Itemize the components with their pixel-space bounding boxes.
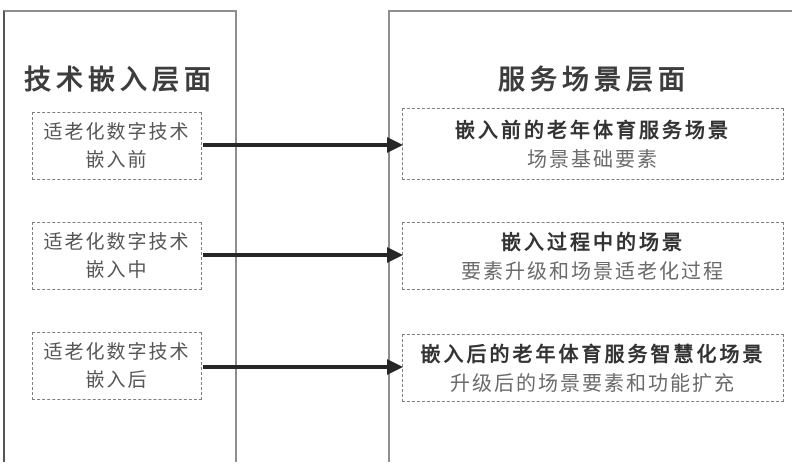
left-box-line1: 适老化数字技术 <box>43 341 191 363</box>
left-box-line2: 嵌入后 <box>85 369 149 391</box>
left-box-line1: 适老化数字技术 <box>43 231 191 253</box>
left-box-line2: 嵌入前 <box>85 149 149 171</box>
arrow-row1-icon <box>203 137 403 153</box>
left-box-after-embedding: 适老化数字技术 嵌入后 <box>32 332 202 400</box>
right-column-title: 服务场景层面 <box>498 65 690 96</box>
right-column-frame <box>388 10 792 462</box>
left-column-frame <box>3 10 237 462</box>
right-box-scenario-during: 嵌入过程中的场景 要素升级和场景适老化过程 <box>402 222 784 290</box>
arrow-shaft <box>203 253 390 257</box>
right-box-line2: 要素升级和场景适老化过程 <box>461 258 725 283</box>
right-box-line1: 嵌入前的老年体育服务场景 <box>455 117 731 142</box>
arrow-head-icon <box>387 247 403 263</box>
left-box-before-embedding: 适老化数字技术 嵌入前 <box>32 112 202 180</box>
left-box-line2: 嵌入中 <box>85 259 149 281</box>
arrow-shaft <box>203 143 390 147</box>
left-box-line1: 适老化数字技术 <box>43 121 191 143</box>
left-box-during-embedding: 适老化数字技术 嵌入中 <box>32 222 202 290</box>
right-box-scenario-before: 嵌入前的老年体育服务场景 场景基础要素 <box>402 108 784 180</box>
arrow-row3-icon <box>203 359 403 375</box>
arrow-row2-icon <box>203 247 403 263</box>
right-box-scenario-after: 嵌入后的老年体育服务智慧化场景 升级后的场景要素和功能扩充 <box>402 334 784 402</box>
right-box-line2: 场景基础要素 <box>527 146 659 171</box>
right-box-line1: 嵌入后的老年体育服务智慧化场景 <box>420 341 766 366</box>
arrow-head-icon <box>387 137 403 153</box>
right-box-line1: 嵌入过程中的场景 <box>501 229 685 254</box>
right-box-line2: 升级后的场景要素和功能扩充 <box>450 370 736 395</box>
left-column-title: 技术嵌入层面 <box>24 65 216 96</box>
arrow-shaft <box>203 365 390 369</box>
arrow-head-icon <box>387 359 403 375</box>
